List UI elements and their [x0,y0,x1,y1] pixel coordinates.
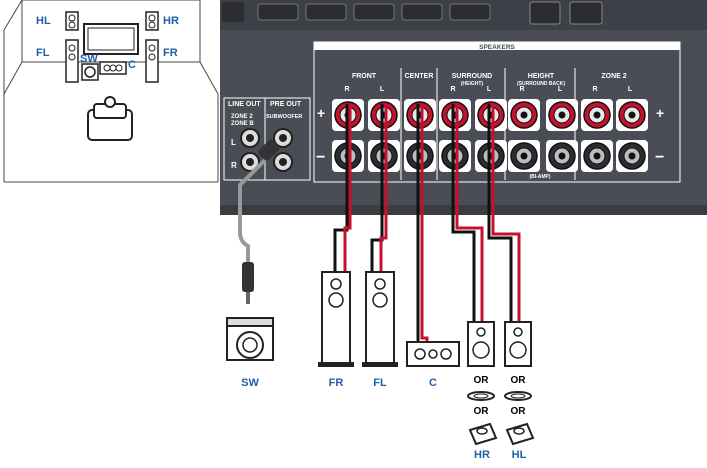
speaker-label-hl: HL [512,449,527,461]
receiver-rear-panel: LINE OUT PRE OUT ZONE 2 ZONE B SUBWOOFER… [220,0,707,215]
center-group-label: CENTER [405,73,434,80]
pre-out-label: PRE OUT [270,101,302,108]
upfiring-speaker-icon [505,422,535,446]
negative-terminal[interactable] [546,140,578,172]
height-group-label: HEIGHT [528,73,555,80]
channel-letter: R [519,86,524,93]
speaker-label-sw: SW [241,377,259,389]
channel-letter: R [592,86,597,93]
room-label-hr: HR [163,15,179,27]
speaker-cables [238,103,521,344]
channel-letter: R [344,86,349,93]
minus-sign-right: − [655,149,664,166]
plus-sign-left: + [317,105,325,121]
or-label: OR [511,406,527,417]
line-pre-out-section: LINE OUT PRE OUT ZONE 2 ZONE B SUBWOOFER… [223,97,311,181]
speaker-terminals [332,99,648,172]
height-right-bookshelf-speaker [467,321,495,367]
center-speaker-icon [99,61,127,75]
tv-icon [83,23,139,55]
subwoofer-speaker [226,317,274,361]
room-label-c: C [128,59,136,71]
listener-seat-icon [87,96,133,141]
height-speaker-icon [65,11,79,31]
channel-letter: L [558,86,563,93]
rca-jack[interactable] [240,152,260,172]
positive-terminal[interactable] [508,99,540,131]
minus-sign-left: − [316,149,325,166]
positive-terminal[interactable] [616,99,648,131]
or-label: OR [511,375,527,386]
upfiring-speaker-icon [468,422,498,446]
height-left-bookshelf-speaker [504,321,532,367]
zone2-group-label: ZONE 2 [601,73,626,80]
height-sub-label: (SURROUND BACK) [517,81,565,87]
channel-letter: L [628,86,633,93]
ceiling-speaker-icon [504,391,532,401]
room-layout: HL HR FL FR SW C [0,0,220,185]
positive-terminal[interactable] [475,99,507,131]
top-connectors [222,1,603,25]
negative-terminal[interactable] [616,140,648,172]
line-out-label: LINE OUT [228,101,261,108]
channel-letter: L [380,86,385,93]
front-speaker-icon [65,39,79,83]
negative-terminal[interactable] [404,140,436,172]
negative-terminal[interactable] [368,140,400,172]
surround-group-label: SURROUND [452,73,492,80]
room-label-fl: FL [36,47,50,59]
or-label: OR [474,375,490,386]
rca-jack[interactable] [240,128,260,148]
zone2-label: ZONE 2 [231,114,253,120]
positive-terminal[interactable] [404,99,436,131]
positive-terminal[interactable] [546,99,578,131]
speaker-label-fl: FL [373,377,387,389]
positive-terminal[interactable] [581,99,613,131]
speakers-header: SPEAKERS [479,44,515,51]
speaker-label-hr: HR [474,449,490,461]
line-out-l-label: L [231,138,236,147]
line-out-r-label: R [231,161,237,170]
positive-terminal[interactable] [439,99,471,131]
zoneb-label: ZONE B [231,121,254,127]
rca-plug-icon [242,139,280,304]
biamp-label: (BI-AMP) [529,174,550,180]
center-speaker [406,341,460,367]
surround-sub-label: (HEIGHT) [461,81,484,87]
plus-sign-right: + [656,105,664,121]
speakers-section: SPEAKERS FRONT CENTER SURROUND (HEIGHT) … [313,41,681,183]
positive-terminal[interactable] [368,99,400,131]
front-right-speaker [318,271,354,367]
ceiling-speaker-icon [467,391,495,401]
subwoofer-icon [81,63,99,81]
room-label-hl: HL [36,15,51,27]
negative-terminal[interactable] [439,140,471,172]
front-group-label: FRONT [352,73,377,80]
room-label-sw: SW [80,53,98,65]
front-left-speaker [362,271,398,367]
or-label: OR [474,406,490,417]
negative-terminal[interactable] [475,140,507,172]
front-speaker-icon [145,39,159,83]
channel-letter: L [487,86,492,93]
room-label-fr: FR [163,47,178,59]
negative-terminal[interactable] [508,140,540,172]
negative-terminal[interactable] [581,140,613,172]
channel-letter: R [450,86,455,93]
speaker-label-fr: FR [329,377,344,389]
height-speaker-icon [145,11,159,31]
rca-jack[interactable] [273,128,293,148]
subwoofer-label: SUBWOOFER [266,114,302,120]
rca-jack[interactable] [273,152,293,172]
speaker-label-c: C [429,377,437,389]
